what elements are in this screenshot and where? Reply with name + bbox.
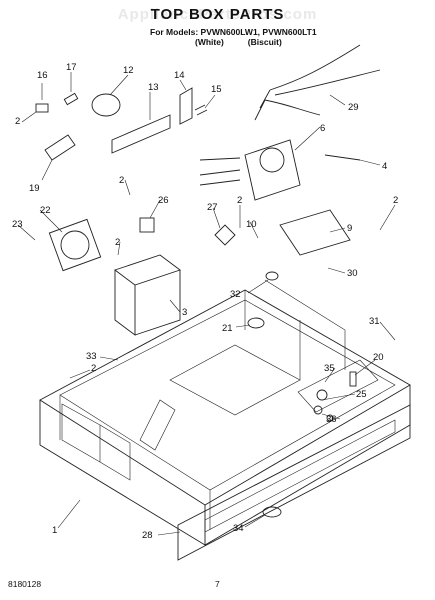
cooling-fan (48, 218, 102, 272)
callout-33: 33 (86, 351, 97, 362)
callout-29: 29 (348, 102, 359, 113)
callout-25: 25 (356, 389, 367, 400)
callout-19: 19 (29, 183, 40, 194)
part-27 (214, 224, 236, 246)
top-box-cabinet (39, 279, 411, 546)
fan-motor (199, 139, 301, 201)
models-line: For Models: PVWN600LW1, PVWN600LT1 (150, 27, 317, 37)
plug-21 (247, 317, 265, 329)
callout-14: 14 (174, 70, 185, 81)
callout-2: 2 (119, 175, 124, 186)
callout-20: 20 (373, 352, 384, 363)
callout-26: 26 (158, 195, 169, 206)
screw-4 (324, 154, 361, 161)
callout-28: 28 (142, 530, 153, 541)
callout-15: 15 (211, 84, 222, 95)
small-parts-top-left (35, 87, 208, 161)
callout-2: 2 (393, 195, 398, 206)
part-26 (139, 217, 155, 233)
callout-10: 10 (246, 219, 257, 230)
callout-6: 6 (320, 123, 325, 134)
callout-labels: 16 17 12 13 14 15 29 2 6 19 4 2 26 27 2 … (12, 62, 398, 541)
callout-35: 35 (324, 363, 335, 374)
callout-34: 34 (233, 523, 244, 534)
callout-4: 4 (382, 161, 387, 172)
callout-31: 31 (369, 316, 380, 327)
variant-biscuit: (Biscuit) (247, 37, 282, 47)
callout-32: 32 (230, 289, 241, 300)
callout-21: 21 (222, 323, 233, 334)
callout-36: 36 (326, 414, 337, 425)
callout-17: 17 (66, 62, 77, 73)
page-number: 7 (215, 579, 220, 589)
callout-2: 2 (91, 363, 96, 374)
watermark: AppliancePartsPros.com (117, 6, 318, 23)
doc-number: 8180128 (8, 579, 42, 589)
transformer-box (114, 254, 181, 336)
callout-2: 2 (237, 195, 242, 206)
callout-22: 22 (40, 205, 51, 216)
wire-harness (254, 44, 381, 121)
callout-27: 27 (207, 202, 218, 213)
callout-3: 3 (182, 307, 187, 318)
leader-lines (17, 72, 396, 536)
callout-30: 30 (347, 268, 358, 279)
diagram-title: TOP BOX PARTS (150, 6, 285, 23)
callout-12: 12 (123, 65, 134, 76)
callout-2: 2 (15, 116, 20, 127)
callout-16: 16 (37, 70, 48, 81)
plug-32 (265, 271, 279, 281)
model-list: For Models: PVWN600LW1, PVWN600LT1 (Whit… (150, 27, 317, 47)
model-variants: (White) (Biscuit) (150, 37, 317, 47)
callout-9: 9 (347, 223, 352, 234)
callout-2: 2 (115, 237, 120, 248)
control-panel-front (177, 404, 411, 561)
callout-1: 1 (52, 525, 57, 536)
variant-white: (White) (195, 37, 224, 47)
callout-23: 23 (12, 219, 23, 230)
bracket-9 (279, 209, 351, 256)
callout-13: 13 (148, 82, 159, 93)
